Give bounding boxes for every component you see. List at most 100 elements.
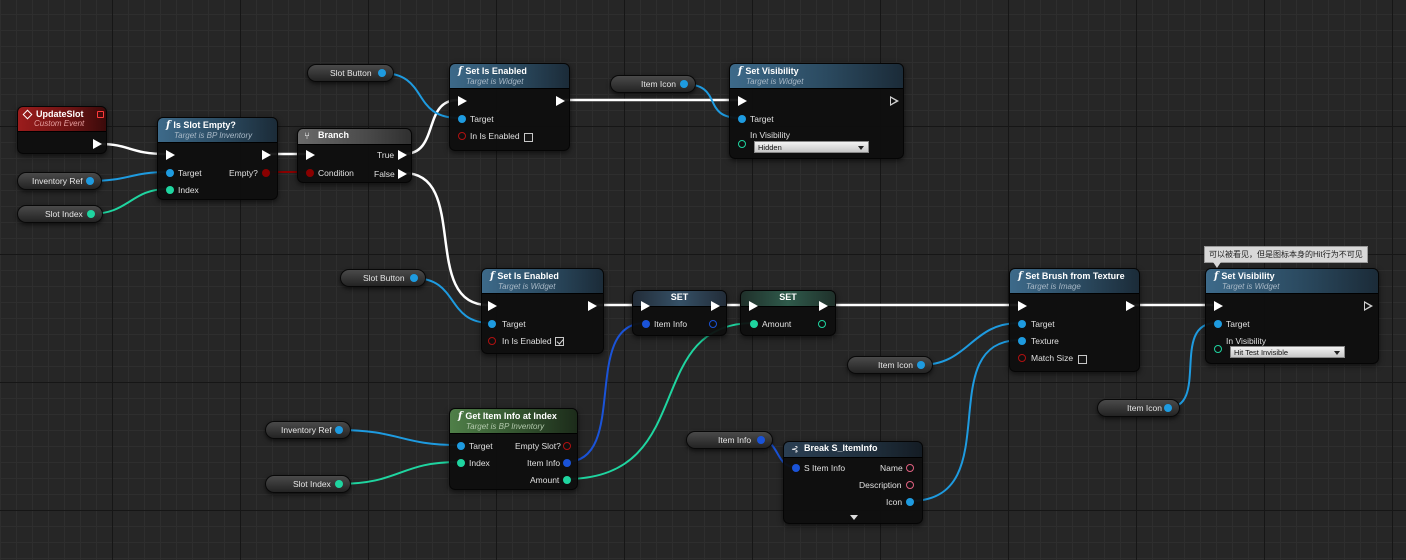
texture-pin[interactable] (1018, 337, 1026, 345)
index-pin[interactable] (457, 459, 465, 467)
variable-out-pin[interactable] (1164, 404, 1172, 412)
variable-out-pin[interactable] (917, 361, 925, 369)
slot-index-variable[interactable]: Slot Index (17, 205, 103, 223)
exec-in-pin[interactable] (1018, 301, 1027, 311)
exec-in-pin[interactable] (1214, 301, 1223, 311)
set-item-info-node[interactable]: SET Item Info (632, 290, 727, 336)
inventory-ref-variable[interactable]: Inventory Ref (17, 172, 102, 190)
variable-out-pin[interactable] (86, 177, 94, 185)
enabled-pin[interactable] (458, 132, 466, 140)
enabled-pin[interactable] (488, 337, 496, 345)
exec-in-pin[interactable] (641, 301, 650, 311)
index-pin[interactable] (166, 186, 174, 194)
function-icon: f (166, 120, 171, 131)
item-icon-variable[interactable]: Item Icon (610, 75, 696, 93)
delegate-pin[interactable] (97, 111, 104, 118)
visibility-dropdown[interactable]: Hit Test Invisible (1230, 346, 1345, 358)
variable-out-pin[interactable] (335, 480, 343, 488)
expand-arrow-icon[interactable] (850, 515, 858, 520)
visibility-pin[interactable] (1214, 345, 1222, 353)
item-info-in-pin[interactable] (792, 464, 800, 472)
amount-pin[interactable] (750, 320, 758, 328)
item-info-variable[interactable]: Item Info (686, 431, 773, 449)
item-info-pin[interactable] (642, 320, 650, 328)
target-pin[interactable] (488, 320, 496, 328)
variable-out-pin[interactable] (335, 426, 343, 434)
enabled-checkbox[interactable] (555, 337, 564, 346)
exec-out-pin[interactable] (1126, 301, 1135, 311)
exec-out-pin[interactable] (819, 301, 828, 311)
target-pin[interactable] (1214, 320, 1222, 328)
branch-node[interactable]: ⑂ Branch Condition True False (297, 128, 412, 183)
false-exec-pin[interactable] (398, 169, 407, 179)
inventory-ref-variable[interactable]: Inventory Ref (265, 421, 351, 439)
exec-in-pin[interactable] (458, 96, 467, 106)
item-info-out-pin[interactable] (563, 459, 571, 467)
exec-out-pin[interactable] (93, 139, 102, 149)
node-subtitle: Target is Widget (1222, 282, 1280, 291)
target-pin[interactable] (166, 169, 174, 177)
slot-button-variable[interactable]: Slot Button (307, 64, 394, 82)
set-amount-node[interactable]: SET Amount (740, 290, 836, 336)
exec-out-pin[interactable] (262, 150, 271, 160)
break-header: ⊰ Break S_ItemInfo (784, 442, 922, 458)
exec-out-pin[interactable] (890, 96, 899, 106)
target-pin[interactable] (457, 442, 465, 450)
exec-in-pin[interactable] (488, 301, 497, 311)
variable-out-pin[interactable] (680, 80, 688, 88)
node-title: Set Visibility (745, 66, 799, 76)
exec-wire (403, 98, 459, 156)
enabled-checkbox[interactable] (524, 133, 533, 142)
variable-out-pin[interactable] (87, 210, 95, 218)
exec-out-pin[interactable] (556, 96, 565, 106)
exec-out-pin[interactable] (588, 301, 597, 311)
match-size-checkbox[interactable] (1078, 355, 1087, 364)
exec-out-pin[interactable] (1364, 301, 1373, 311)
node-subtitle: Custom Event (34, 119, 85, 128)
node-subtitle: Target is Widget (498, 282, 556, 291)
target-pin[interactable] (738, 115, 746, 123)
item-icon-variable[interactable]: Item Icon (1097, 399, 1180, 417)
item-info-out-pin[interactable] (709, 320, 717, 328)
slot-index-variable[interactable]: Slot Index (265, 475, 351, 493)
condition-pin[interactable] (306, 169, 314, 177)
break-item-info-node[interactable]: ⊰ Break S_ItemInfo S Item Info Name Desc… (783, 441, 923, 524)
target-pin[interactable] (1018, 320, 1026, 328)
icon-pin[interactable] (906, 498, 914, 506)
empty-out-pin[interactable] (262, 169, 270, 177)
match-size-pin[interactable] (1018, 354, 1026, 362)
amount-out-pin[interactable] (563, 476, 571, 484)
target-pin[interactable] (458, 115, 466, 123)
item-icon-variable[interactable]: Item Icon (847, 356, 933, 374)
variable-label: Inventory Ref (281, 425, 332, 435)
variable-out-pin[interactable] (378, 69, 386, 77)
visibility-dropdown[interactable]: Hidden (754, 141, 869, 153)
slot-button-variable[interactable]: Slot Button (340, 269, 426, 287)
exec-in-pin[interactable] (166, 150, 175, 160)
variable-out-pin[interactable] (757, 436, 765, 444)
exec-in-pin[interactable] (749, 301, 758, 311)
exec-out-pin[interactable] (711, 301, 720, 311)
variable-out-pin[interactable] (410, 274, 418, 282)
description-pin[interactable] (906, 481, 914, 489)
update-slot-event-node[interactable]: UpdateSlot Custom Event (17, 106, 107, 154)
true-exec-pin[interactable] (398, 150, 407, 160)
exec-in-pin[interactable] (306, 150, 315, 160)
object-wire (337, 429, 459, 446)
name-pin[interactable] (906, 464, 914, 472)
empty-slot-pin[interactable] (563, 442, 571, 450)
visibility-pin[interactable] (738, 140, 746, 148)
amount-out-pin[interactable] (818, 320, 826, 328)
exec-in-pin[interactable] (738, 96, 747, 106)
true-label: True (377, 150, 395, 160)
